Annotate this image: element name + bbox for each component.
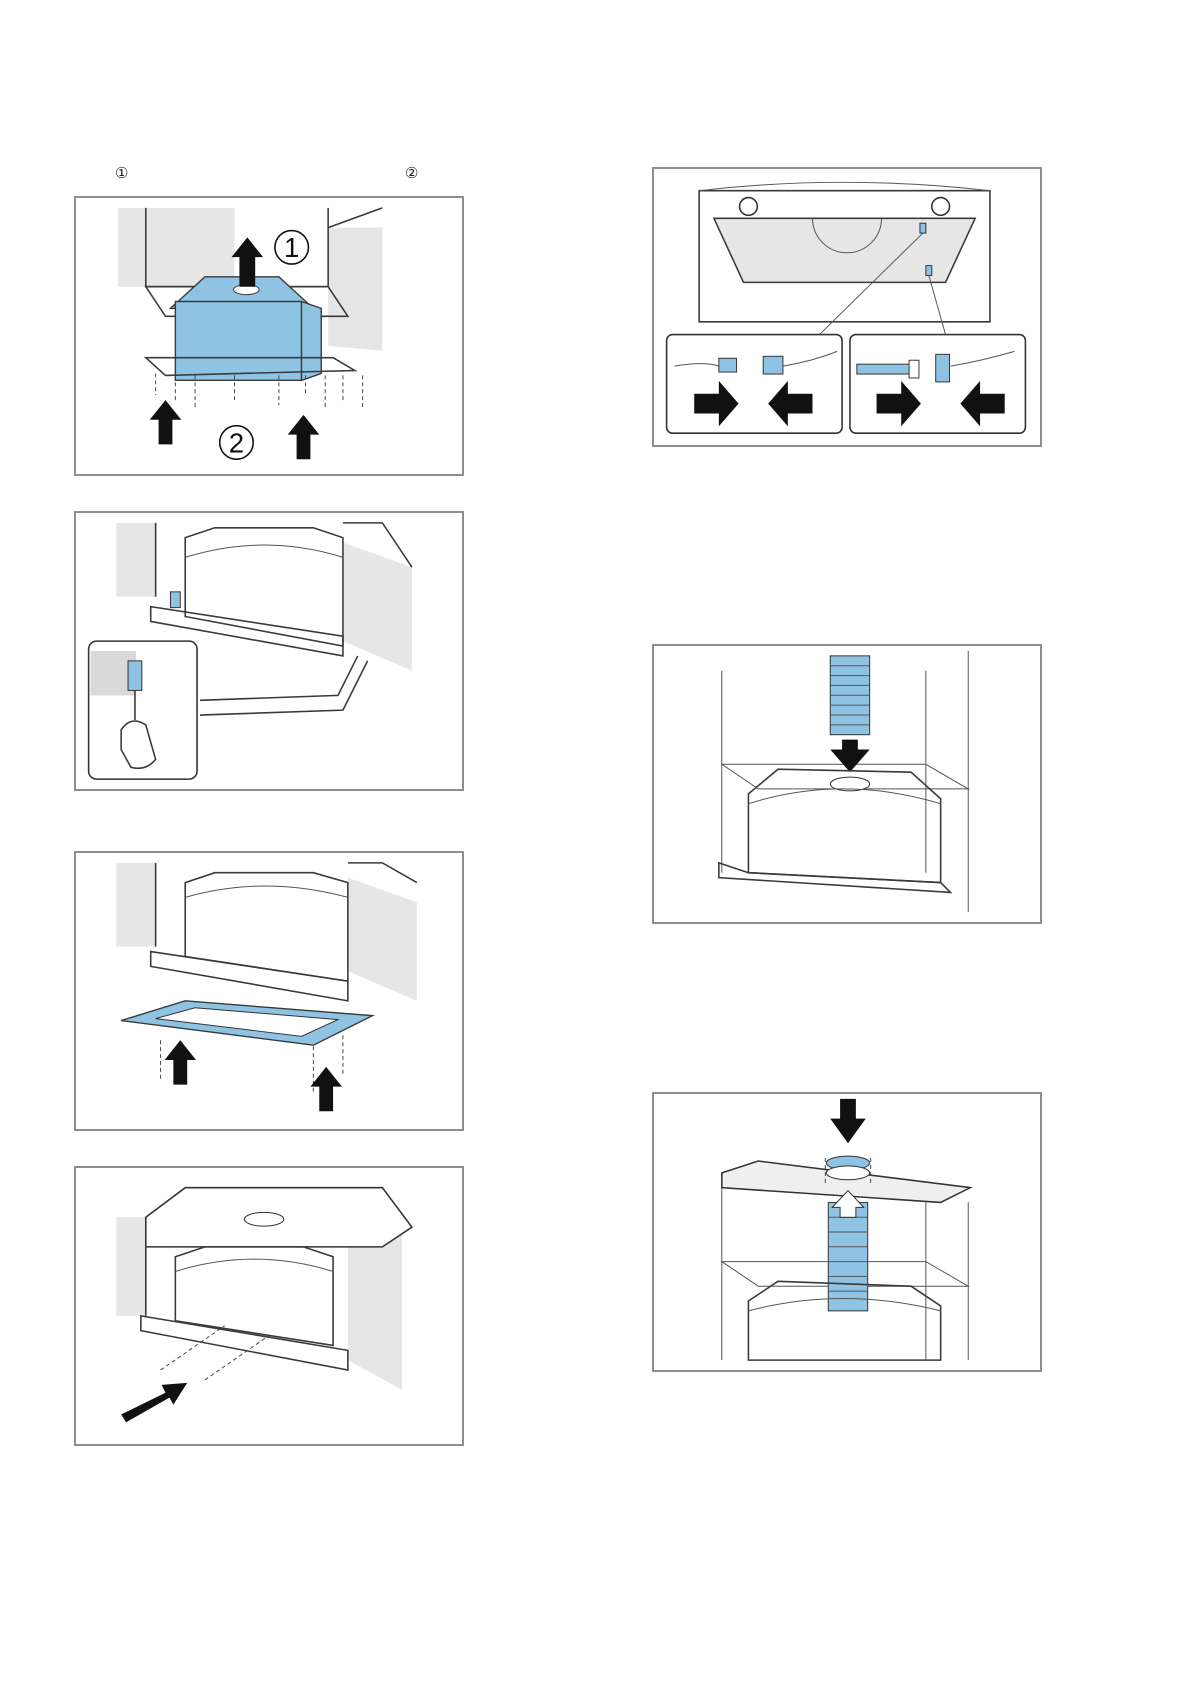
callout-1: 1 bbox=[284, 232, 299, 263]
illustration-connectors bbox=[654, 169, 1040, 445]
illustration-screw-front bbox=[76, 1168, 462, 1444]
legend-marker-1: ① bbox=[115, 166, 128, 181]
figure-insert-duct bbox=[652, 644, 1042, 924]
illustration-side-clamp bbox=[76, 513, 462, 789]
legend-marker-2: ② bbox=[405, 166, 418, 181]
illustration-insert-duct bbox=[654, 646, 1040, 922]
illustration-attach-frame bbox=[76, 853, 462, 1129]
illustration-lift-and-screw: 1 2 bbox=[76, 198, 462, 474]
figure-attach-frame bbox=[74, 851, 464, 1131]
figure-side-clamp-detail bbox=[74, 511, 464, 791]
figure-connectors bbox=[652, 167, 1042, 447]
callout-2: 2 bbox=[229, 427, 244, 458]
figure-lift-and-screw-body: 1 2 bbox=[74, 196, 464, 476]
illustration-duct-through-top bbox=[654, 1094, 1040, 1370]
figure-screw-front-panel bbox=[74, 1166, 464, 1446]
figure-duct-through-top bbox=[652, 1092, 1042, 1372]
